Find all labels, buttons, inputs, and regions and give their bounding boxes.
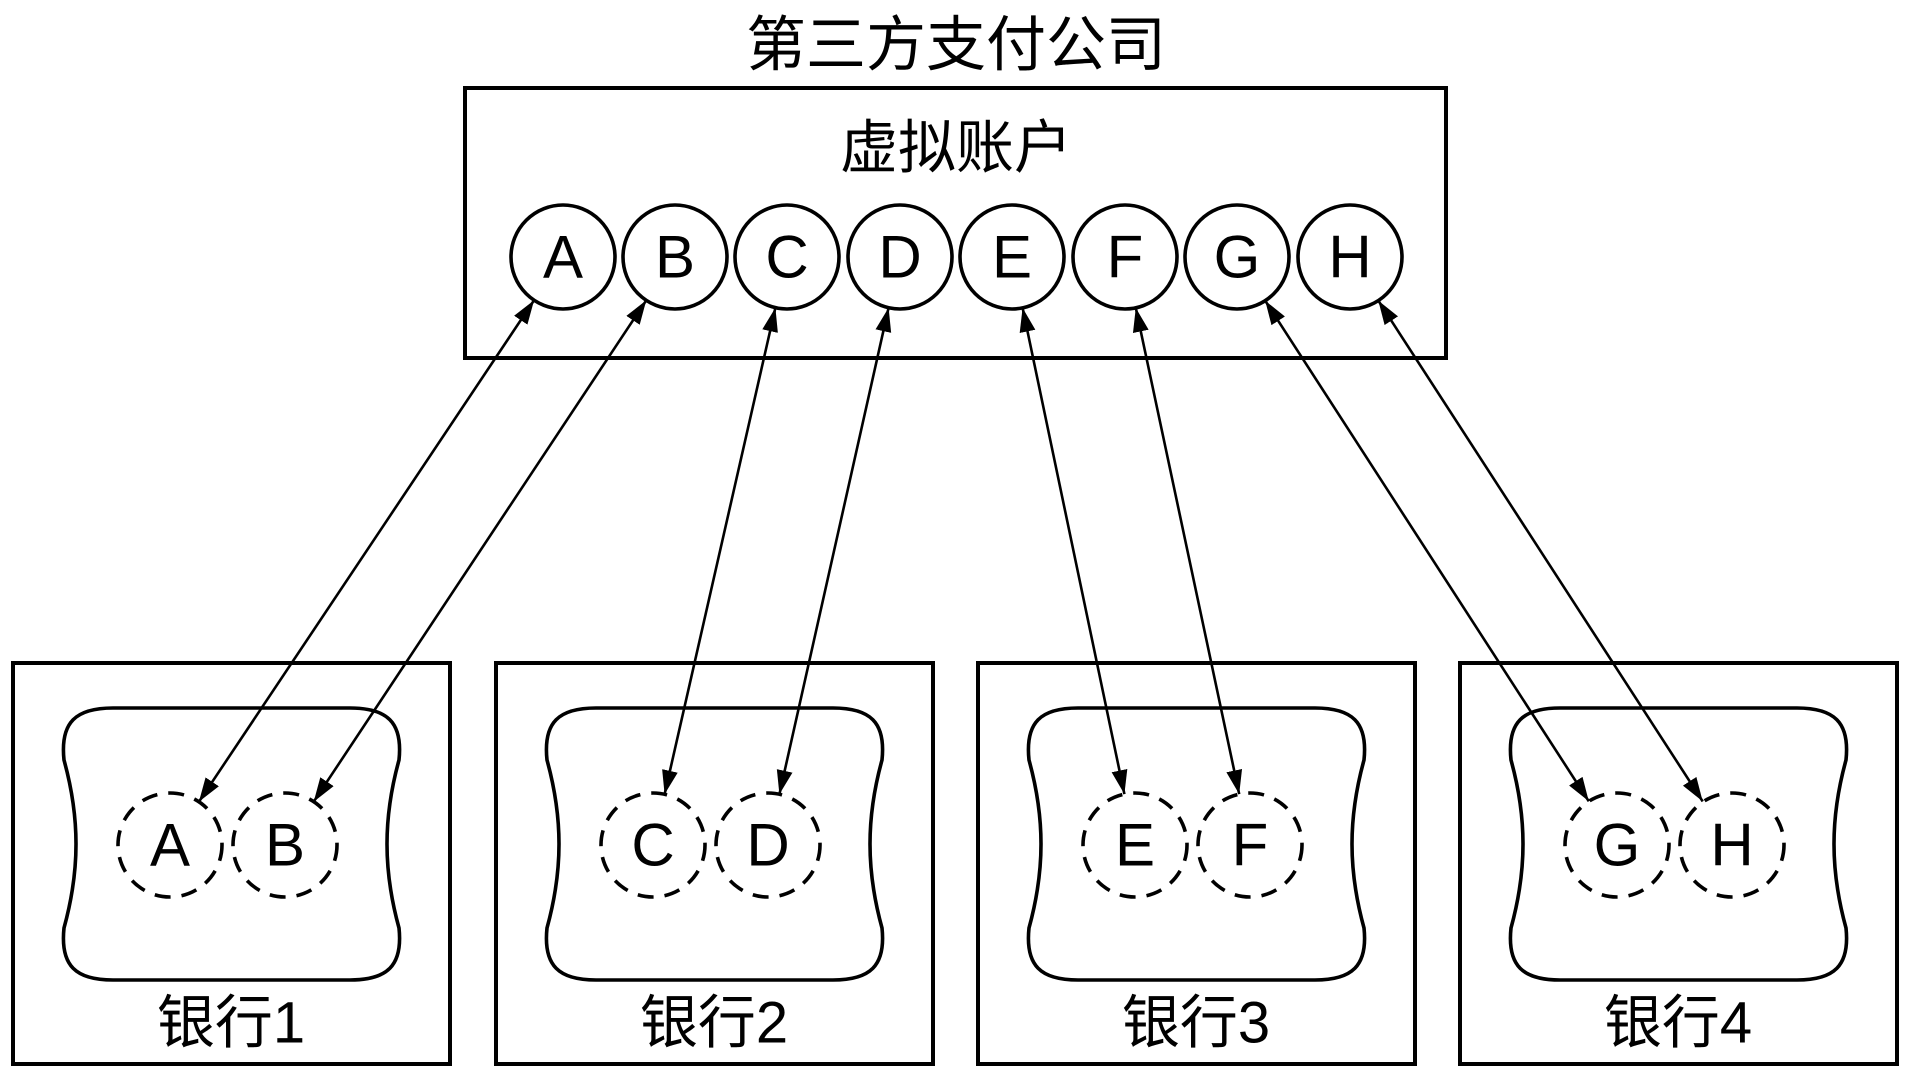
virtual-account-e-circle	[958, 203, 1066, 311]
arrow-h-to-bank4	[1377, 299, 1704, 803]
virtual-account-f: F	[1071, 203, 1179, 311]
bank-3-label: 银行3	[1122, 991, 1270, 1056]
virtual-account-c-letter: C	[765, 224, 808, 291]
virtual-account-b-letter: B	[655, 224, 695, 291]
bank-4-account-g-letter: G	[1594, 812, 1641, 879]
virtual-account-f-letter: F	[1107, 224, 1144, 291]
virtual-account-d-circle	[846, 203, 954, 311]
bank-1-account-a-circle	[116, 791, 224, 899]
account-links	[197, 299, 1704, 803]
virtual-account-c: C	[733, 203, 841, 311]
virtual-account-h: H	[1296, 203, 1404, 311]
arrow-d-to-bank2	[776, 307, 892, 795]
arrow-c-to-bank2	[662, 307, 778, 795]
bank-1-account-a-letter: A	[150, 812, 190, 879]
bank-2: C D 银行2	[494, 661, 935, 1066]
bank-4-label: 银行4	[1604, 991, 1752, 1056]
virtual-account-e: E	[958, 203, 1066, 311]
virtual-account-e-letter: E	[992, 224, 1032, 291]
virtual-account-d: D	[846, 203, 954, 311]
virtual-account-d-letter: D	[878, 224, 921, 291]
bank-1-account-b-letter: B	[265, 812, 305, 879]
bank-4-account-h-circle	[1678, 791, 1786, 899]
bank-4-account-h-letter: H	[1710, 812, 1753, 879]
bank-2-account-d-letter: D	[746, 812, 789, 879]
arrow-b-to-bank1	[312, 299, 648, 803]
bank-3-account-e-letter: E	[1115, 812, 1155, 879]
virtual-account-h-letter: H	[1328, 224, 1371, 291]
bank-3-account-f-circle	[1196, 791, 1304, 899]
virtual-account-g: G	[1183, 203, 1291, 311]
bank-1: A B 银行1	[11, 661, 452, 1066]
bank-3: E F 银行3	[976, 661, 1417, 1066]
bank-4: G H 银行4	[1458, 661, 1899, 1066]
virtual-accounts-label: 虚拟账户	[840, 116, 1072, 181]
virtual-account-a-letter: A	[543, 224, 583, 291]
bank-2-label: 银行2	[640, 991, 788, 1056]
bank-1-label: 银行1	[157, 991, 305, 1056]
arrow-e-to-bank3	[1019, 307, 1128, 795]
bank-2-account-c-letter: C	[631, 812, 674, 879]
virtual-account-g-letter: G	[1214, 224, 1261, 291]
bank-3-account-f-letter: F	[1232, 812, 1269, 879]
arrow-f-to-bank3	[1132, 307, 1243, 795]
virtual-account-b: B	[621, 203, 729, 311]
virtual-account-a: A	[509, 203, 617, 311]
company-title: 第三方支付公司	[746, 12, 1166, 79]
bank-2-account-c-circle	[599, 791, 707, 899]
